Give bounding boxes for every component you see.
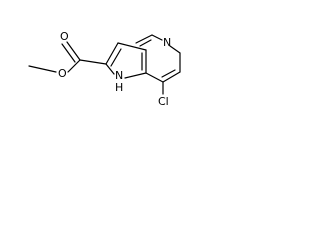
chemical-structure: N O O N H Cl — [28, 30, 181, 108]
bond-c4-n4 — [151, 34, 163, 41]
atom-label-pyrrole-n: N — [115, 69, 123, 82]
bond-c3a-c4 — [135, 34, 153, 44]
bond-c7-c7a — [145, 72, 164, 83]
bond-c3-c2 — [105, 42, 119, 65]
atom-label-pyrrole-h: H — [115, 81, 123, 94]
atom-label-ester-oxygen: O — [58, 67, 67, 80]
bond-n4-c5 — [169, 45, 181, 54]
bond-carbonyl-o-double-b — [61, 43, 76, 63]
atom-label-ring-nitrogen: N — [163, 36, 171, 49]
bond-c6-c7-double — [161, 69, 176, 78]
bond-carbonyl-o-double-a — [66, 41, 81, 61]
atom-label-chlorine: Cl — [158, 95, 169, 108]
bond-c2-n1 — [105, 63, 115, 75]
atom-label-carbonyl-oxygen: O — [60, 30, 69, 43]
bond-c3a-c3 — [117, 42, 147, 51]
bond-c6-c7 — [162, 71, 181, 83]
bond-c2-carbonyl — [79, 59, 107, 65]
bond-c4-c3a-double — [139, 39, 152, 47]
bond-c3-c2-double — [110, 48, 122, 67]
bond-n1-c7a — [124, 72, 147, 79]
bond-o-methyl — [28, 65, 57, 73]
bond-carbonyl-o-single — [67, 59, 81, 73]
